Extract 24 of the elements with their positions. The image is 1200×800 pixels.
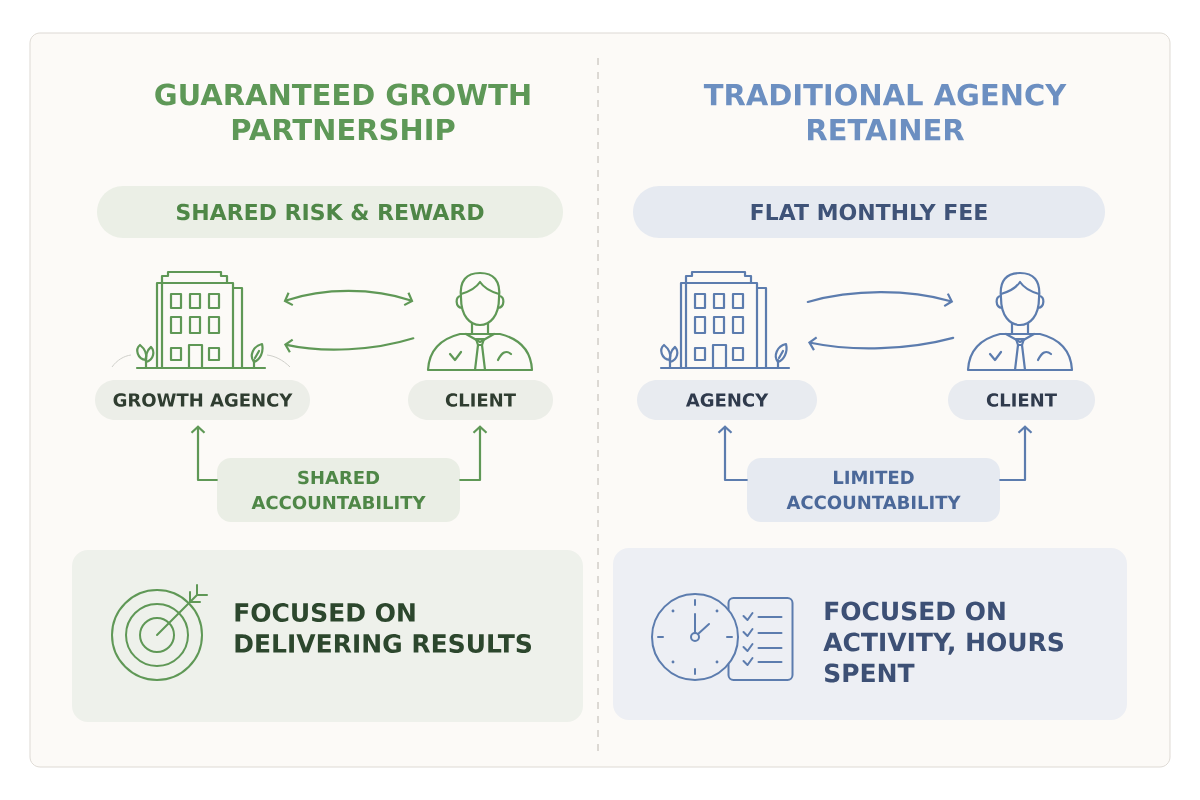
name-pill: CLIENT — [408, 380, 553, 420]
column-heading: TRADITIONAL AGENCY RETAINER — [703, 83, 1067, 141]
curved-arrow — [806, 291, 954, 308]
name-pill: CLIENT — [948, 380, 1095, 420]
name-pill: AGENCY — [637, 380, 817, 420]
curved-arrow — [283, 289, 414, 307]
column-heading: GUARANTEED GROWTH PARTNERSHIP — [155, 83, 530, 141]
curved-arrow — [807, 336, 955, 351]
name-pill: GROWTH AGENCY — [95, 380, 310, 420]
summary-panel: FOCUSED ON DELIVERING RESULTS — [72, 550, 583, 722]
summary-panel: FOCUSED ON ACTIVITY, HOURS SPENT — [613, 548, 1127, 720]
note-pill: LIMITED ACCOUNTABILITY — [747, 458, 1000, 522]
person-icon — [426, 271, 534, 372]
elbow-arrow — [459, 425, 488, 482]
elbow-arrow — [717, 425, 748, 482]
curved-arrow — [283, 337, 415, 353]
elbow-arrow — [190, 425, 218, 482]
header-pill: FLAT MONTHLY FEE — [633, 186, 1105, 238]
elbow-arrow — [999, 425, 1033, 482]
header-pill: SHARED RISK & REWARD — [97, 186, 563, 238]
person-icon — [966, 271, 1074, 372]
building-icon — [659, 270, 791, 370]
note-pill: SHARED ACCOUNTABILITY — [217, 458, 460, 522]
building-icon — [135, 270, 267, 370]
